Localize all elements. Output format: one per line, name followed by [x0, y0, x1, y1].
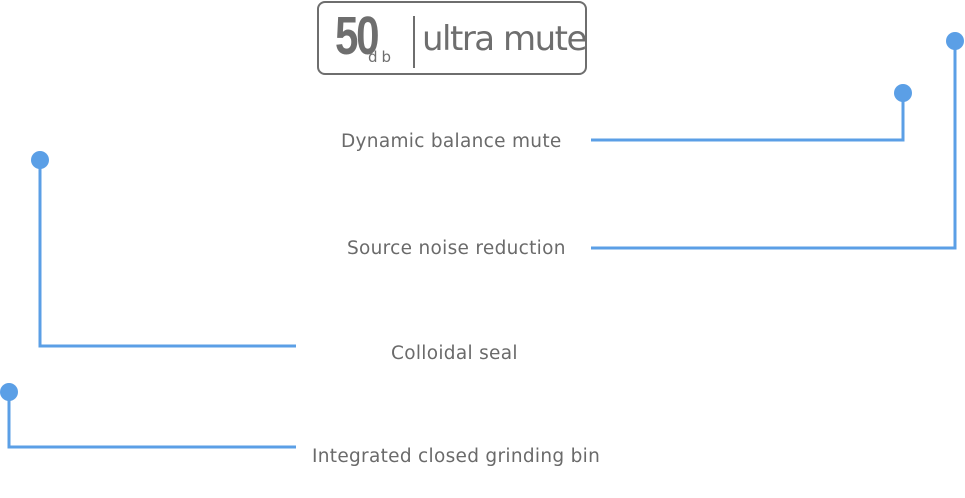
connector-dot-dynamic-balance-mute [894, 84, 912, 102]
logo-divider [413, 16, 415, 68]
feature-label-colloidal-seal: Colloidal seal [391, 343, 518, 364]
feature-label-dynamic-balance-mute: Dynamic balance mute [341, 131, 562, 152]
feature-label-source-noise-reduction: Source noise reduction [347, 238, 566, 259]
logo-unit: db [368, 48, 396, 66]
connector-line-integrated-closed-grinding-bin [7, 392, 296, 449]
connector-line-colloidal-seal [38, 160, 296, 348]
connector-dot-integrated-closed-grinding-bin [0, 383, 18, 401]
connector-line-dynamic-balance-mute [591, 93, 905, 142]
feature-label-integrated-closed-grinding-bin: Integrated closed grinding bin [312, 446, 601, 467]
logo-text: ultra mute [422, 19, 587, 59]
logo-badge: 50 db ultra mute [317, 1, 587, 75]
connector-line-source-noise-reduction [591, 41, 957, 250]
connector-dot-colloidal-seal [31, 151, 49, 169]
logo-number: 50 [335, 6, 380, 66]
connector-dot-source-noise-reduction [946, 32, 964, 50]
